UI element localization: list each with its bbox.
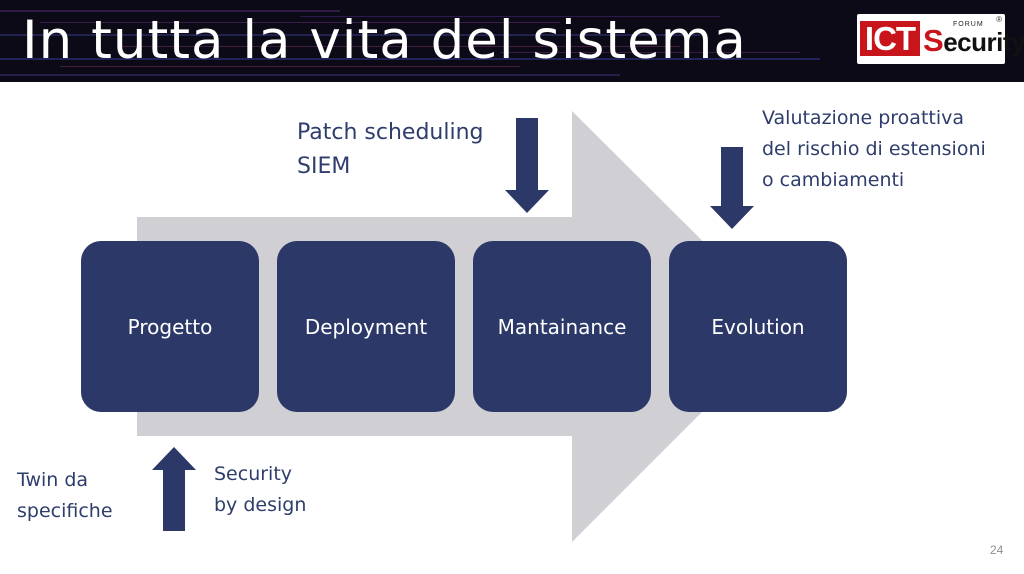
annotation-security-line: Security: [214, 463, 293, 485]
down-arrow-patch: [505, 118, 549, 213]
logo-security-initial: S: [923, 23, 944, 58]
annotation-patch: Patch scheduling SIEM: [297, 116, 484, 184]
step-box-progetto: Progetto: [81, 241, 259, 412]
annotation-valutazione-line: o cambiamenti: [762, 169, 905, 191]
step-box-mantainance: Mantainance: [473, 241, 651, 412]
up-arrow-security: [152, 447, 196, 531]
annotation-twin-line: Twin da: [17, 469, 89, 491]
logo-security-rest: ecurity: [943, 27, 1024, 57]
logo-forum-text: FORUM: [953, 21, 984, 28]
annotation-patch-line: Patch scheduling: [297, 120, 484, 145]
slide-number: 24: [990, 543, 1004, 557]
big-process-arrow: [137, 111, 788, 542]
annotation-security: Security by design: [214, 459, 306, 521]
annotation-valutazione-line: del rischio di estensioni: [762, 138, 986, 160]
logo-security-wordmark: Security: [923, 23, 1024, 58]
annotation-twin-line: specifiche: [17, 500, 113, 522]
annotation-security-line: by design: [214, 494, 307, 516]
header-streaks-decoration: [0, 10, 820, 76]
step-box-deployment: Deployment: [277, 241, 455, 412]
step-box-evolution: Evolution: [669, 241, 847, 412]
down-arrow-valutazione: [710, 147, 754, 229]
logo-registered-mark: ®: [996, 15, 1002, 24]
annotation-valutazione-line: Valutazione proattiva: [762, 107, 965, 129]
slide-title: In tutta la vita del sistema: [22, 10, 747, 71]
ict-security-logo: ICT FORUM Security ®: [857, 14, 1024, 64]
logo-ict-mark: ICT: [860, 21, 920, 57]
annotation-valutazione: Valutazione proattiva del rischio di est…: [762, 103, 986, 196]
annotation-twin: Twin da specifiche: [17, 465, 113, 527]
annotation-patch-line: SIEM: [297, 154, 351, 179]
header-bar: In tutta la vita del sistema ICT FORUM S…: [0, 0, 1024, 82]
